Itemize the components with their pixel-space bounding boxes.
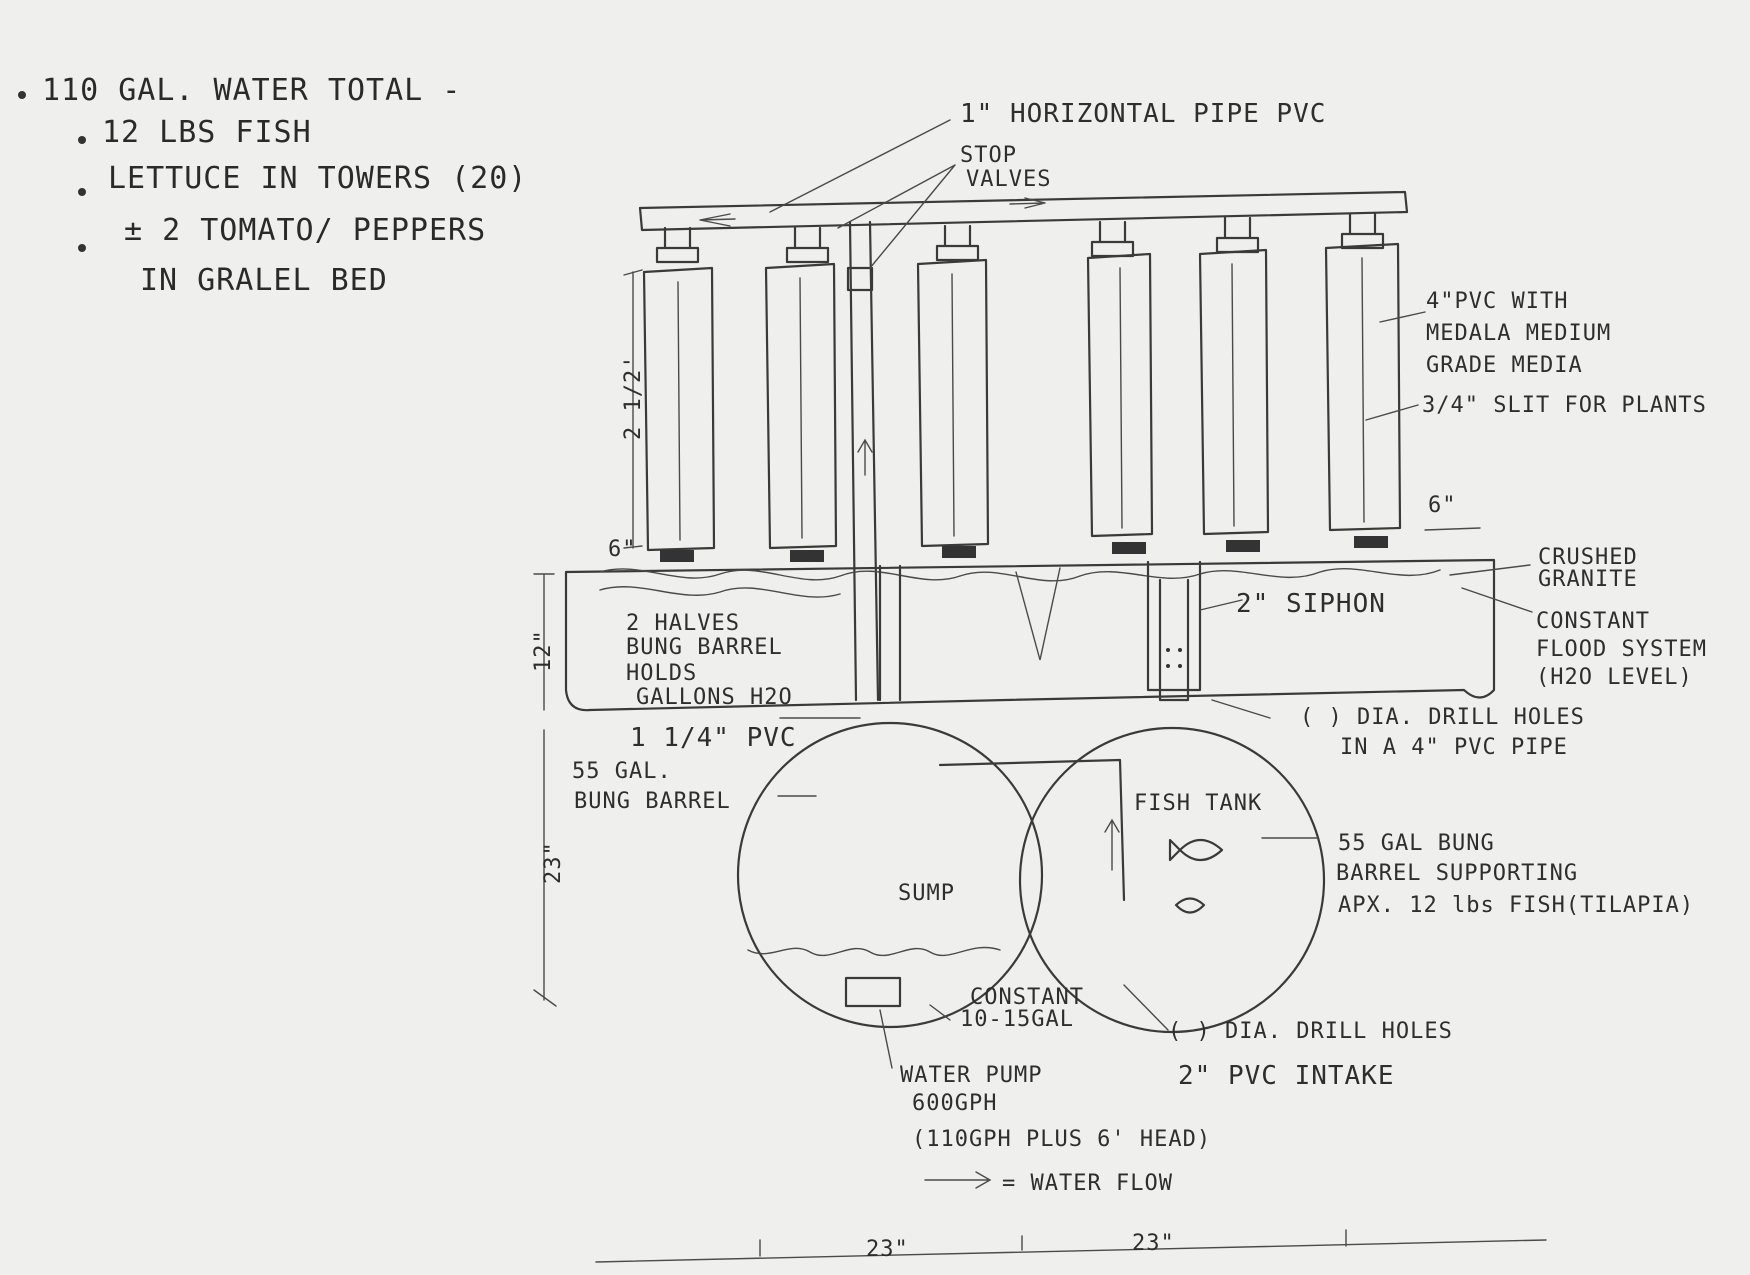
towers xyxy=(642,212,1402,562)
fish-tank-barrel xyxy=(938,726,1326,1034)
label-constant-2: 10-15GAL xyxy=(960,1007,1074,1032)
water-pump xyxy=(844,976,902,1008)
label-flood-1: CONSTANT xyxy=(1536,609,1650,634)
label-crushed-granite-1: CRUSHED xyxy=(1538,545,1638,570)
dimension-labels: 2 1/2' 6" 6" 12" 23" 23" 23" xyxy=(531,355,1457,1262)
label-pump-1: WATER PUMP xyxy=(900,1063,1042,1088)
label-constant-1: CONSTANT xyxy=(970,985,1084,1010)
dim-barrel-height: 23" xyxy=(541,841,566,884)
label-siphon: 2" SIPHON xyxy=(1236,589,1386,619)
tower-3 xyxy=(916,224,990,558)
note-tomato-1: ± 2 TOMATO/ PEPPERS xyxy=(124,213,486,248)
label-legend: = WATER FLOW xyxy=(1002,1171,1173,1196)
label-bed-2: BUNG BARREL xyxy=(626,635,783,660)
label-slit: 3/4" SLIT FOR PLANTS xyxy=(1422,393,1707,418)
label-flood-3: (H2O LEVEL) xyxy=(1536,665,1693,690)
grow-bed xyxy=(564,558,1496,712)
notes-block: 110 GAL. WATER TOTAL - 12 LBS FISH LETTU… xyxy=(18,73,527,298)
dimension-lines xyxy=(533,269,1547,1263)
tower-2 xyxy=(764,226,838,562)
label-pvc-114: 1 1/4" PVC xyxy=(630,723,797,753)
note-tomato-2: IN GRALEL BED xyxy=(140,263,388,298)
dim-barrel-width-right: 23" xyxy=(1132,1231,1175,1256)
label-fish-barrel-2: BARREL SUPPORTING xyxy=(1336,861,1578,886)
labels: 1" HORIZONTAL PIPE PVC STOP VALVES 4"PVC… xyxy=(572,99,1707,1196)
leader-lines xyxy=(769,119,1533,1189)
label-stop-valves-1: STOP xyxy=(960,143,1017,168)
label-pump-3: (110GPH PLUS 6' HEAD) xyxy=(912,1127,1211,1152)
note-lettuce: LETTUCE IN TOWERS (20) xyxy=(108,161,527,196)
label-bed-1: 2 HALVES xyxy=(626,611,740,636)
label-sump: SUMP xyxy=(898,881,955,906)
label-bed-4: GALLONS H2O xyxy=(636,685,793,710)
dim-bed-depth: 12" xyxy=(531,629,556,672)
tower-1 xyxy=(642,226,716,562)
label-barrel-1: 55 GAL. xyxy=(572,759,672,784)
label-pump-2: 600GPH xyxy=(912,1091,997,1116)
note-fish: 12 LBS FISH xyxy=(102,115,312,150)
label-tower-media-3: GRADE MEDIA xyxy=(1426,353,1583,378)
fish-icons xyxy=(1168,838,1224,914)
label-drill-top-1: ( ) DIA. DRILL HOLES xyxy=(1300,705,1585,730)
label-intake: 2" PVC INTAKE xyxy=(1178,1061,1395,1091)
label-bed-3: HOLDS xyxy=(626,661,697,686)
dim-barrel-width-left: 23" xyxy=(866,1237,909,1262)
label-flood-2: FLOOD SYSTEM xyxy=(1536,637,1707,662)
label-drill-bottom: ( ) DIA. DRILL HOLES xyxy=(1168,1019,1453,1044)
tower-6 xyxy=(1324,212,1402,548)
label-fish-barrel-1: 55 GAL BUNG xyxy=(1338,831,1495,856)
riser-pipe xyxy=(846,220,880,702)
label-crushed-granite-2: GRANITE xyxy=(1538,567,1638,592)
tower-5 xyxy=(1198,216,1270,552)
sump-barrel xyxy=(736,721,1044,1029)
dim-gap-left: 6" xyxy=(608,537,637,562)
dim-gap-right: 6" xyxy=(1428,493,1457,518)
label-stop-valves-2: VALVES xyxy=(966,167,1051,192)
label-fish-tank: FISH TANK xyxy=(1134,791,1262,816)
label-drill-top-2: IN A 4" PVC PIPE xyxy=(1340,735,1568,760)
label-horizontal-pipe: 1" HORIZONTAL PIPE PVC xyxy=(960,99,1326,129)
label-tower-media-2: MEDALA MEDIUM xyxy=(1426,321,1611,346)
label-tower-media-1: 4"PVC WITH xyxy=(1426,289,1568,314)
horizontal-pipe xyxy=(638,190,1409,232)
dim-tower-height: 2 1/2' xyxy=(621,355,646,440)
note-total: 110 GAL. WATER TOTAL - xyxy=(42,73,461,108)
label-fish-barrel-3: APX. 12 lbs FISH(TILAPIA) xyxy=(1338,893,1694,918)
label-barrel-2: BUNG BARREL xyxy=(574,789,731,814)
tower-4 xyxy=(1086,220,1154,554)
